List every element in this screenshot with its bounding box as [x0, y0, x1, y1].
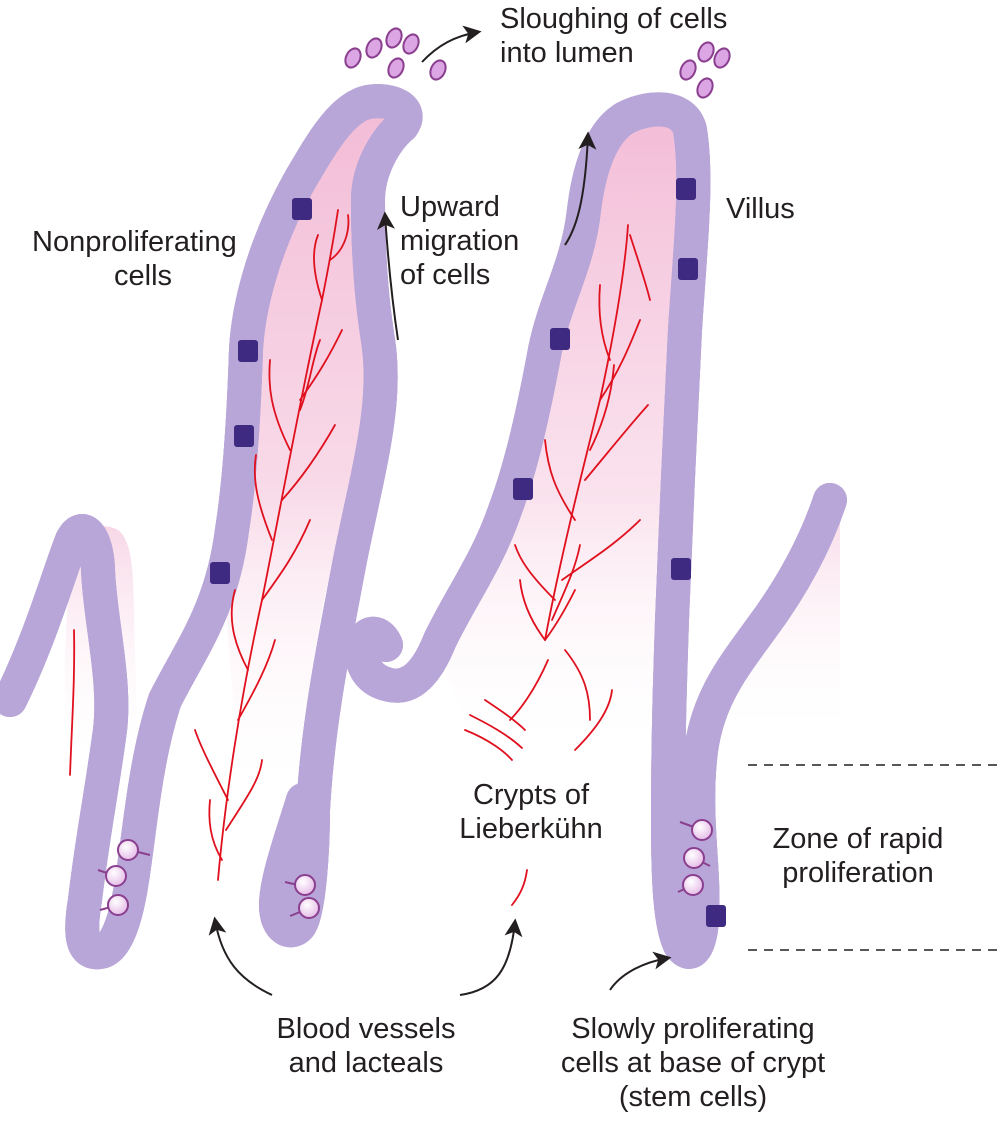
zone-boundaries [748, 764, 1000, 951]
lamina-propria-right-villus [420, 105, 698, 761]
dark-cell-patches [210, 178, 726, 927]
label-nonproliferating-cells: Nonproliferating cells [32, 226, 237, 292]
blood-vessels-and-lacteals [69, 209, 651, 906]
arrows [208, 25, 672, 996]
stem-cells [97, 819, 713, 919]
label-villus: Villus [726, 193, 795, 225]
sloughed-cells [344, 27, 731, 99]
